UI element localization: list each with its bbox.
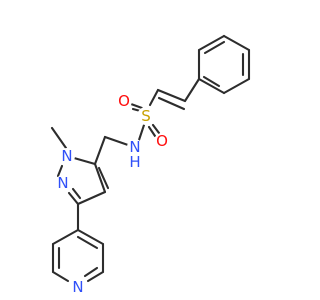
bond-layer: [50, 34, 251, 283]
pyridine-nitrogen-atom-label: N: [72, 278, 83, 296]
molecule-structure: S O O N H N N N: [50, 34, 251, 296]
bond: [202, 75, 221, 88]
bond: [129, 102, 144, 110]
bond: [157, 96, 186, 111]
sulfur-atom-label: S: [141, 107, 151, 125]
bond: [76, 228, 105, 246]
bond: [72, 156, 97, 166]
bond: [56, 164, 64, 178]
pyrazole-nitrogen-atom-label-2: N: [57, 174, 68, 192]
bond: [97, 166, 110, 190]
bond: [147, 125, 157, 138]
bond: [222, 77, 251, 95]
bond: [83, 266, 99, 278]
bond: [93, 135, 107, 166]
bond: [76, 235, 99, 250]
bond: [137, 123, 146, 142]
atom-label-layer: S O O N H N N N: [55, 92, 170, 296]
bond: [222, 34, 251, 52]
bond: [50, 126, 68, 150]
bond: [71, 187, 82, 200]
bond: [183, 77, 201, 103]
bond: [67, 191, 80, 206]
bond: [156, 88, 187, 103]
amine-hydrogen-atom-label: H: [129, 153, 140, 171]
pyrazole-nitrogen-atom-label-1: N: [61, 147, 72, 165]
oxygen-atom-label-bottom: O: [156, 132, 168, 150]
bond: [76, 190, 107, 206]
bond: [197, 34, 226, 52]
bond: [148, 88, 160, 107]
bond: [203, 40, 226, 55]
bond: [51, 270, 70, 283]
bond: [103, 135, 130, 147]
amine-nitrogen-atom-label: N: [129, 138, 140, 156]
bond: [51, 228, 80, 246]
bond: [197, 77, 226, 95]
oxygen-atom-label-top: O: [118, 92, 130, 110]
bond: [86, 270, 105, 283]
bond: [151, 123, 161, 135]
bond: [93, 162, 107, 194]
